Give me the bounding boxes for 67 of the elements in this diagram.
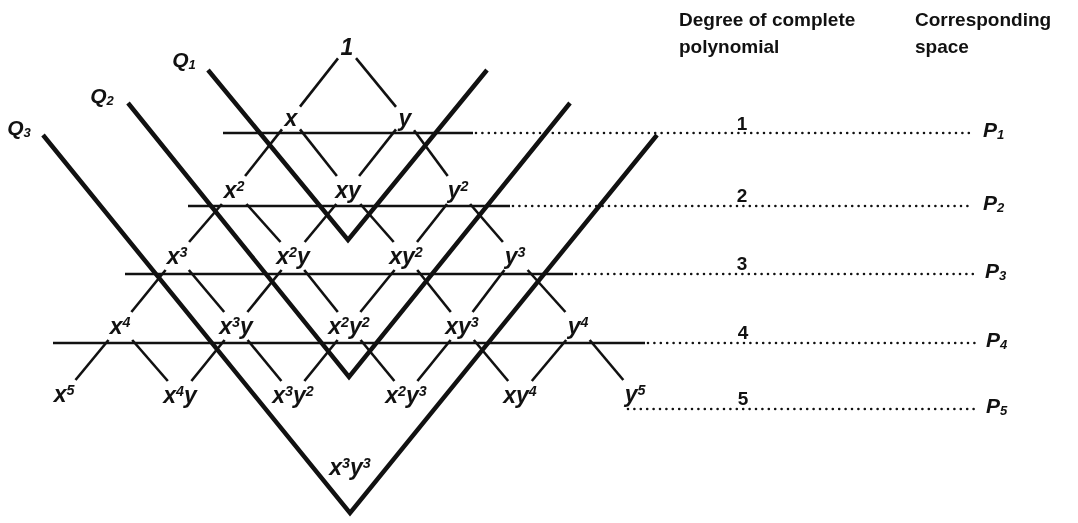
connector-line (530, 339, 568, 382)
connector-line (188, 203, 223, 243)
connector-line (244, 128, 284, 177)
degree-number: 3 (736, 253, 748, 273)
space-label: P$_{4}$ (986, 327, 1008, 353)
monomial-term: x$^{3}$ (164, 242, 190, 270)
connector-line (298, 128, 338, 177)
connector-line (298, 57, 340, 108)
space-label: P$_{2}$ (983, 190, 1005, 216)
column-heading: Corresponding space (915, 8, 1053, 59)
monomial-term: x$^{5}$ (51, 380, 77, 408)
connector-line (246, 269, 283, 313)
connector-line (358, 128, 398, 177)
connector-line (190, 339, 226, 382)
connector-line (303, 203, 338, 243)
degree-number: 5 (737, 388, 749, 408)
monomial-term: x$^{2}$y (274, 242, 312, 270)
monomial-term: x$^{3}$y$^{3}$ (327, 453, 373, 481)
space-label: P$_{5}$ (986, 393, 1008, 419)
connector-line (415, 203, 449, 243)
monomial-term: xy$^{3}$ (443, 312, 481, 340)
monomial-term: y$^{2}$ (445, 176, 471, 204)
monomial-term: xy$^{2}$ (387, 242, 425, 270)
monomial-term: x$^{4}$ (107, 312, 133, 340)
monomial-term: y$^{4}$ (565, 312, 591, 340)
connector-line (303, 339, 339, 382)
connector-line (526, 269, 567, 313)
connector-line (303, 269, 339, 313)
connector-line (246, 339, 283, 382)
monomial-term: x$^{3}$y$^{2}$ (270, 381, 316, 409)
monomial-term: 1 (338, 33, 356, 61)
space-label: P$_{1}$ (983, 117, 1005, 143)
line-label: Q$_{3}$ (7, 115, 31, 141)
connector-line (187, 269, 226, 313)
monomial-term: x$^{4}$y (161, 381, 199, 409)
monomial-term: y (396, 104, 414, 132)
monomial-term: x (282, 104, 300, 132)
connector-line (74, 339, 110, 381)
monomial-term: x$^{2}$ (221, 176, 247, 204)
monomial-term: x$^{2}$y$^{2}$ (326, 312, 372, 340)
connector-line (472, 339, 510, 382)
line-label: Q$_{2}$ (90, 83, 114, 109)
degree-number: 1 (736, 113, 748, 133)
connector-line (130, 269, 167, 313)
connector-line (416, 339, 452, 382)
monomial-term: xy (333, 176, 363, 204)
column-heading: Degree of complete polynomial (679, 8, 857, 59)
connector-line (412, 129, 449, 177)
connector-line (416, 269, 452, 313)
connector-line (469, 203, 504, 243)
monomial-term: x$^{2}$y$^{3}$ (383, 381, 429, 409)
connector-line (359, 269, 396, 313)
line-label: Q$_{1}$ (172, 47, 196, 73)
monomial-term: x$^{3}$y (217, 312, 255, 340)
degree-number: 4 (737, 322, 749, 342)
connector-line (588, 339, 625, 381)
connector-line (131, 339, 169, 382)
connector-line (359, 339, 396, 382)
monomial-term: y$^{3}$ (502, 242, 528, 270)
monomial-term: xy$^{4}$ (501, 381, 539, 409)
space-label: P$_{3}$ (985, 258, 1007, 284)
connector-line (245, 203, 282, 243)
connector-line (355, 57, 397, 108)
degree-number: 2 (736, 185, 748, 205)
connector-line (471, 269, 506, 313)
monomial-term: y$^{5}$ (622, 380, 648, 408)
connector-line (359, 203, 395, 243)
